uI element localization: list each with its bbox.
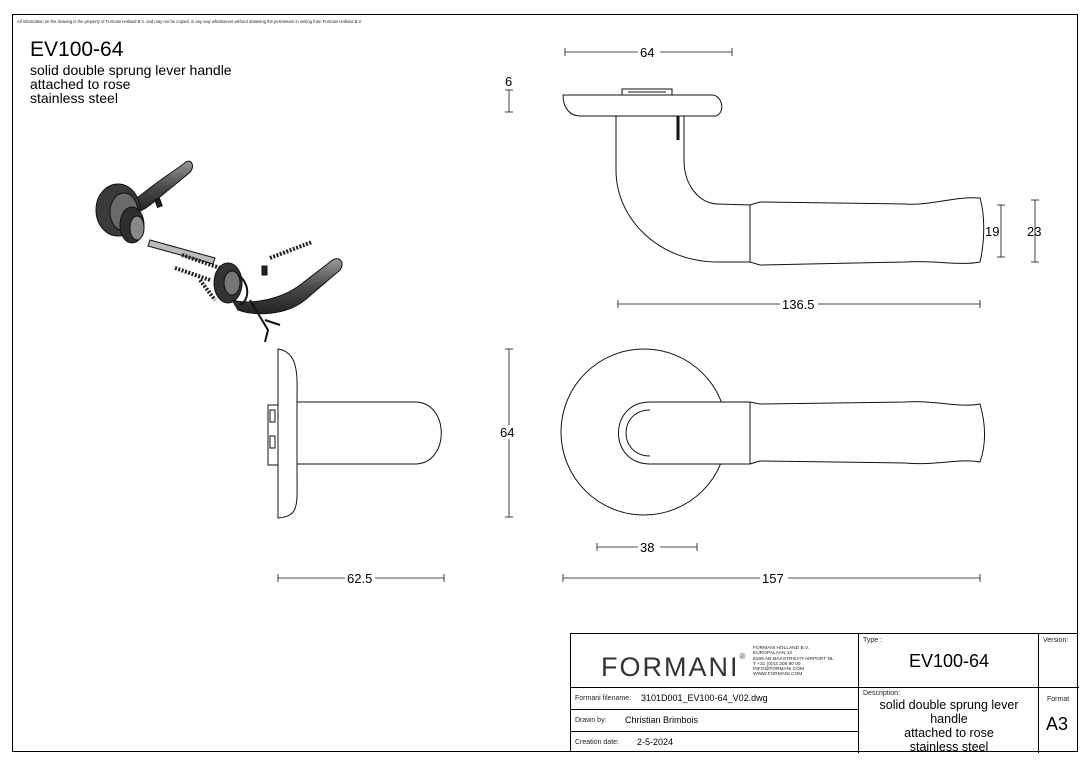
dimension-labels: 64 6 19 23 136.5 64 38 62.5 157 [345,45,1041,586]
formani-logo: FORMANI® [601,652,748,682]
description-text: solid double sprung lever handle attache… [879,698,1019,753]
drawn-by-row: Drawn by: Christian Brimbois [571,710,859,732]
type-label: Type : [863,637,883,644]
subtitle-line-1: solid double sprung lever handle [30,62,232,78]
copyright-disclaimer: All information on the drawing is the pr… [17,19,362,24]
description-label: Description: [863,690,900,697]
dim-grip-inner: 19 [985,224,999,239]
drawn-by-label: Drawn by: [575,717,607,724]
company-address: FORMANI HOLLAND B.V. EUROPALAAN 12 6199 … [753,646,834,678]
description-cell: Description: solid double sprung lever h… [859,688,1039,753]
dim-side-projection: 62.5 [347,571,372,586]
subtitle-line-2: attached to rose [30,76,131,92]
drawing-title: EV100-64 [30,38,124,61]
dim-front-neck: 38 [640,540,654,555]
front-view [560,348,985,516]
logo-cell: FORMANI® FORMANI HOLLAND B.V. EUROPALAAN… [571,634,859,688]
dim-rose-thickness: 6 [505,74,512,89]
title-block: FORMANI® FORMANI HOLLAND B.V. EUROPALAAN… [570,633,1079,753]
top-view [562,88,985,266]
isometric-exploded-view [95,160,343,343]
dim-grip-outer: 23 [1027,224,1041,239]
filename-value: 3101D001_EV100-64_V02.dwg [641,693,768,703]
drawing-sheet: All information on the drawing is the pr… [12,14,1078,752]
format-value: A3 [1046,714,1069,734]
dim-top-length: 136.5 [782,297,815,312]
type-value: EV100-64 [908,651,990,671]
format-label: Format [1047,696,1070,703]
version-label: Version: [1043,637,1069,644]
subtitle-line-3: stainless steel [30,90,118,106]
creation-date-row: Creation date: 2-5-2024 [571,732,859,753]
filename-label: Formani filename: [575,695,632,702]
format-cell: Format A3 [1039,688,1079,753]
creation-date-label: Creation date: [575,739,619,746]
filename-row: Formani filename: 3101D001_EV100-64_V02.… [571,688,859,710]
type-cell: Type : EV100-64 [859,634,1039,688]
drawn-by-value: Christian Brimbois [625,715,699,725]
creation-date-value: 2-5-2024 [637,737,674,747]
dim-front-length: 157 [762,571,784,586]
side-view [267,348,442,519]
dim-top-width: 64 [640,45,654,60]
version-cell: Version: [1039,634,1079,688]
dim-side-height: 64 [500,425,514,440]
